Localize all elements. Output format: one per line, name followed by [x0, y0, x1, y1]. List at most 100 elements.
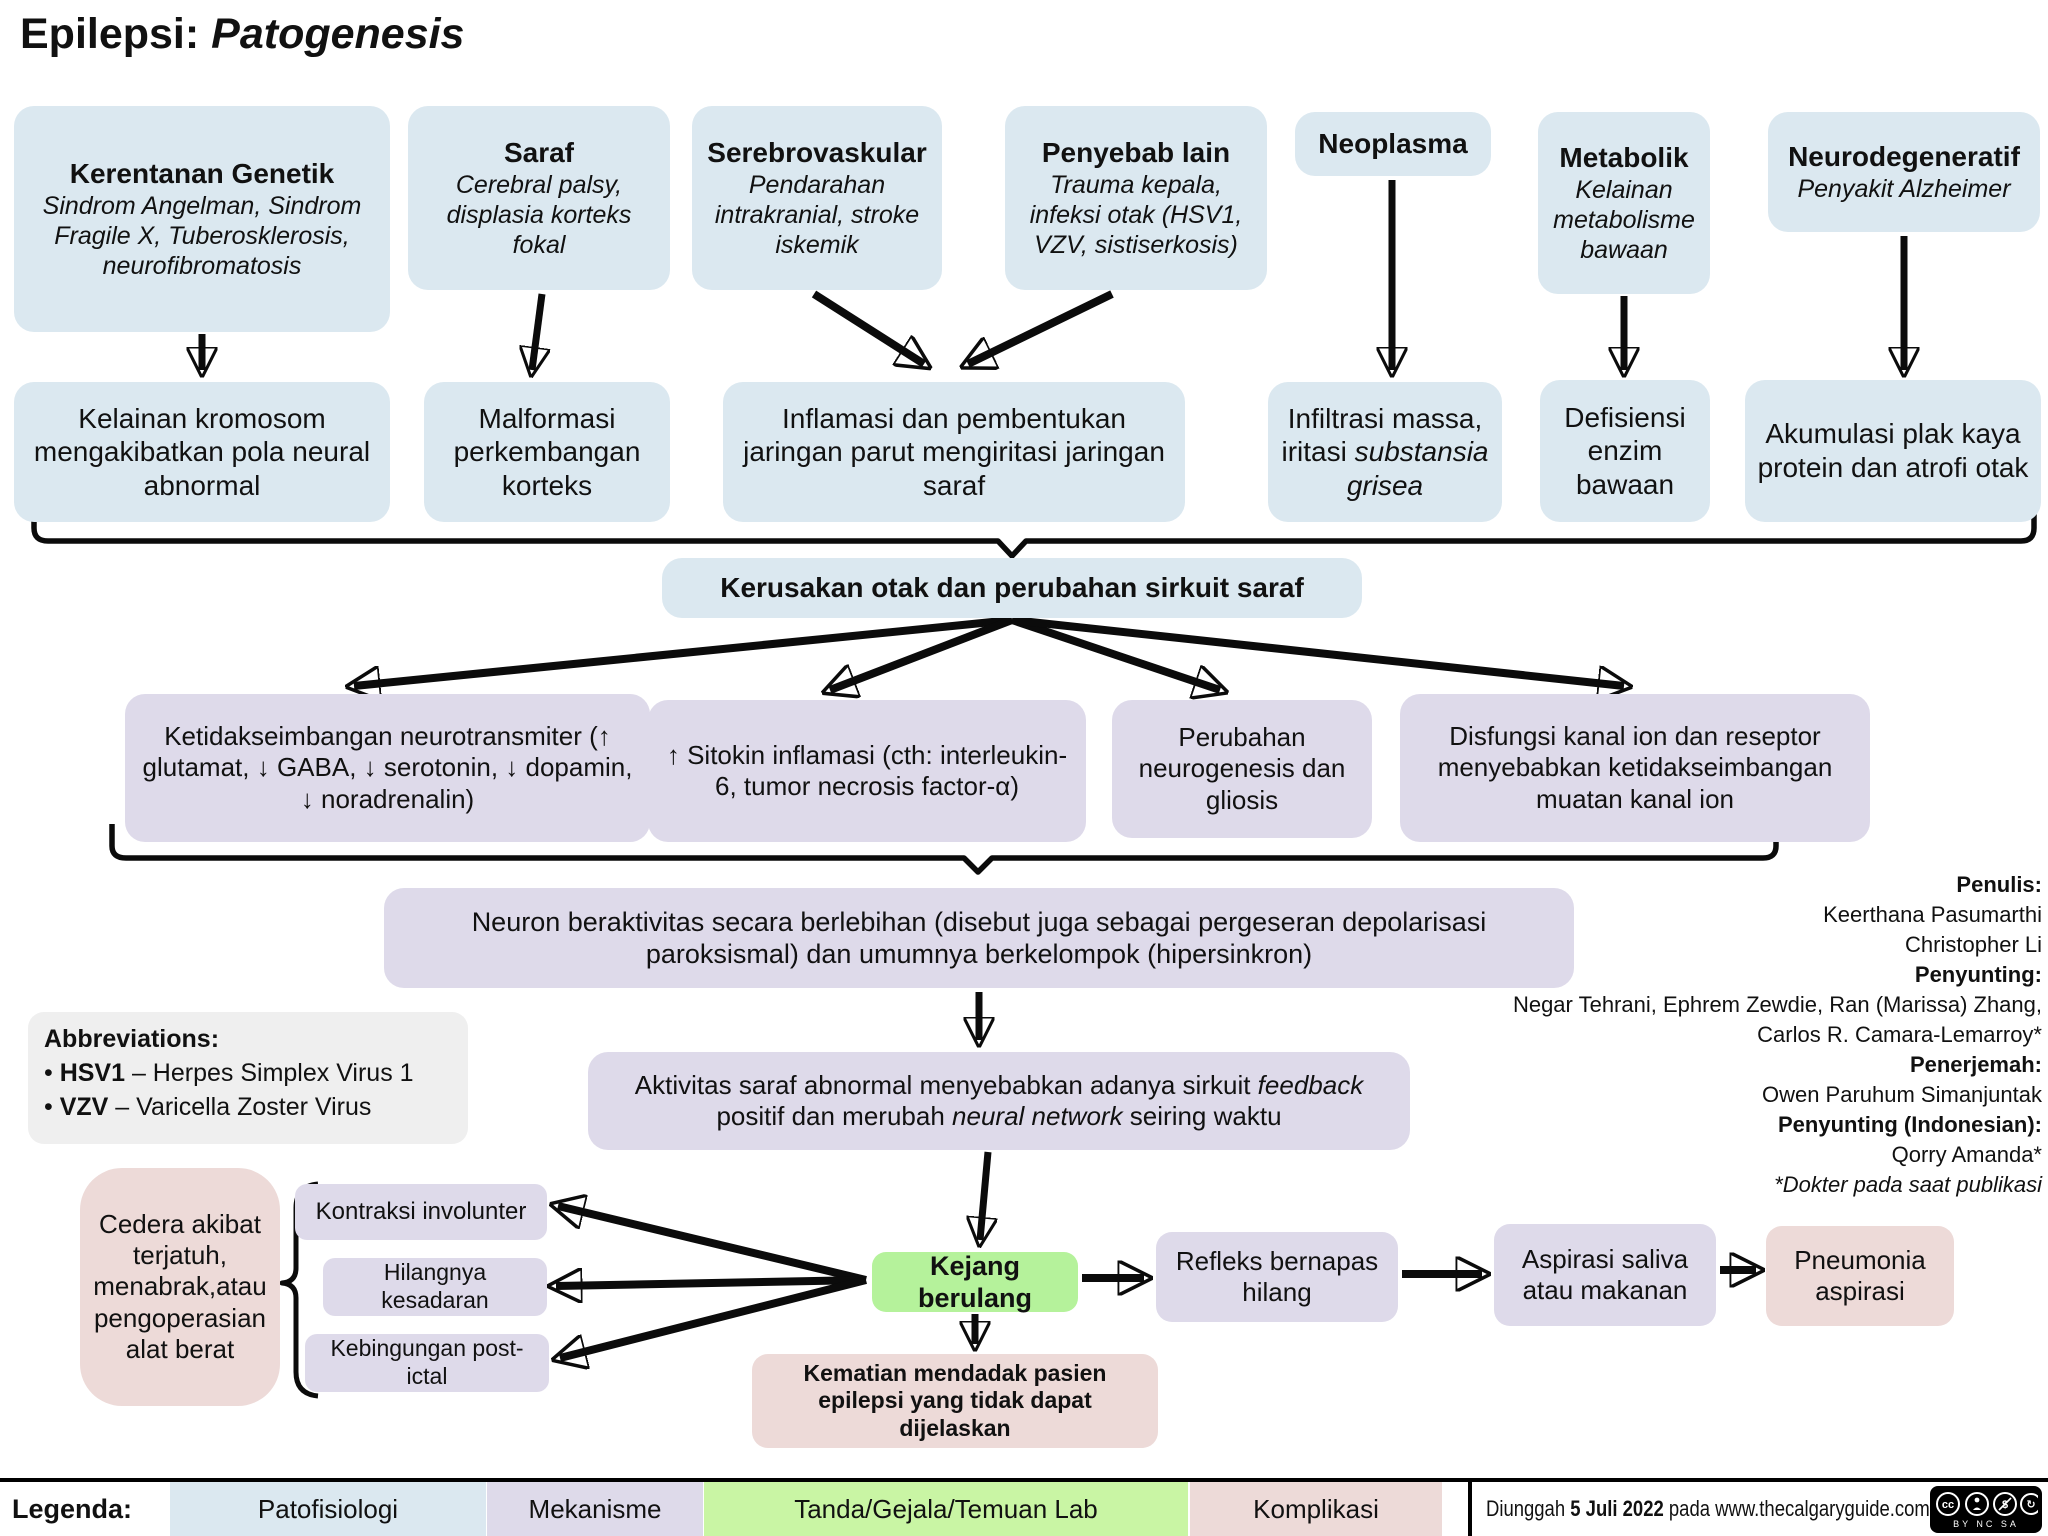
page-title-emphasis: Patogenesis [211, 10, 465, 58]
sudep-text: Kematian mendadak pasien epilepsi yang t… [803, 1359, 1107, 1441]
pneumonia-box: Pneumonia aspirasi [1766, 1226, 1954, 1326]
cause-detail: Sindrom Angelman, Sindrom Fragile X, Tub… [42, 191, 362, 280]
cause-detail: Penyakit Alzheimer [1797, 174, 2011, 203]
feedback-part1: Aktivitas saraf abnormal menyebabkan ada… [634, 1069, 1258, 1100]
process-text-italic: substansia grisea [1346, 436, 1489, 501]
cause-title: Kerentanan Genetik [69, 158, 335, 190]
credits-line: Christopher Li [1905, 932, 2042, 957]
by-icon [1965, 1491, 1989, 1516]
sudep-box: Kematian mendadak pasien epilepsi yang t… [752, 1354, 1158, 1448]
reflex-text: Refleks bernapas hilang [1175, 1245, 1379, 1307]
credits-heading: Penyunting (Indonesian): [1778, 1112, 2042, 1137]
abbreviation-definition: – Varicella Zoster Virus [108, 1093, 372, 1121]
arrow-fan-2 [830, 616, 1014, 690]
legend-item-tanda: Tanda/Gejala/Temuan Lab [704, 1482, 1188, 1536]
process-text: Kelainan kromosom mengakibatkan pola neu… [33, 402, 371, 501]
credits-heading: Penyunting: [1914, 962, 2042, 987]
cause-box-metabolik: Metabolik Kelainan metabolisme bawaan [1538, 112, 1710, 294]
legend-item-patofisiologi: Patofisiologi [170, 1482, 486, 1536]
feedback-part3: seiring waktu [1122, 1101, 1282, 1131]
upload-note-text: Diunggah 5 Juli 2022 pada www.thecalgary… [1486, 1496, 1930, 1522]
legend-label: Legenda: [12, 1493, 133, 1524]
injury-text: Cedera akibat terjatuh, menabrak,atau pe… [93, 1209, 267, 1364]
neuron-text: Neuron beraktivitas secara berlebihan (d… [471, 906, 1487, 969]
mechanism-text: ↑ Sitokin inflamasi (cth: interleukin-6,… [666, 739, 1068, 801]
abbreviation-item: • VZV – Varicella Zoster Virus [44, 1093, 372, 1121]
page-title-main: Epilepsi: [20, 10, 200, 58]
cc-license-badge: cc $ ↻ BY NC SA [1930, 1486, 2042, 1533]
cause-detail: Kelainan metabolisme bawaan [1553, 175, 1695, 264]
abbreviation-item: • HSV1 – Herpes Simplex Virus 1 [44, 1059, 414, 1087]
upload-note: Diunggah 5 Juli 2022 pada www.thecalgary… [1486, 1482, 2014, 1536]
neuron-box: Neuron beraktivitas secara berlebihan (d… [384, 888, 1574, 988]
arrow-fan-4 [1011, 616, 1624, 686]
credits-line: Keerthana Pasumarthi [1823, 902, 2042, 927]
sign-box-hilangnya: Hilangnya kesadaran [323, 1258, 547, 1316]
process-box-defisiensi: Defisiensi enzim bawaan [1540, 380, 1710, 522]
legend-item-komplikasi: Komplikasi [1190, 1482, 1442, 1536]
pneumonia-text: Pneumonia aspirasi [1794, 1244, 1926, 1306]
credits-line: Qorry Amanda* [1891, 1142, 2042, 1167]
feedback-text: Aktivitas saraf abnormal menyebabkan ada… [600, 1070, 1398, 1132]
arrow-penyebab-down [968, 290, 1114, 364]
mechanism-text: Ketidakseimbangan neurotransmiter (↑ glu… [142, 721, 633, 814]
arrow-seizure-to-kontraksi [558, 1206, 867, 1284]
upload-date: 5 Juli 2022 [1570, 1496, 1664, 1521]
feedback-part2: positif dan merubah [716, 1101, 953, 1131]
svg-text:cc: cc [1942, 1499, 1954, 1511]
process-text: Defisiensi enzim bawaan [1564, 401, 1686, 500]
seizure-box: Kejang berulang [872, 1251, 1078, 1313]
credits-line: Owen Paruhum Simanjuntak [1761, 1082, 2042, 1107]
cause-box-saraf: Saraf Cerebral palsy, displasia korteks … [408, 106, 670, 290]
abbreviation-term: VZV [59, 1093, 109, 1121]
feedback-italic2: neural network [952, 1101, 1123, 1131]
abbreviations-heading: Abbreviations: [44, 1025, 220, 1053]
arrow-seizure-to-kebingungan [560, 1276, 867, 1358]
cause-box-genetic: Kerentanan Genetik Sindrom Angelman, Sin… [14, 106, 390, 332]
abbreviation-term: HSV1 [59, 1059, 126, 1087]
process-box-infiltrasi: Infiltrasi massa, iritasi substansia gri… [1268, 382, 1502, 522]
cc-icons: cc $ ↻ [1936, 1491, 2038, 1516]
process-box-kromosom: Kelainan kromosom mengakibatkan pola neu… [14, 382, 390, 522]
sign-box-kebingungan: Kebingungan post-ictal [305, 1334, 549, 1392]
arrow-serebro-down [811, 290, 924, 364]
cause-detail: Trauma kepala, infeksi otak (HSV1, VZV, … [1029, 170, 1243, 259]
process-box-akumulasi: Akumulasi plak kaya protein dan atrofi o… [1745, 380, 2041, 522]
mechanism-box-sitokin: ↑ Sitokin inflamasi (cth: interleukin-6,… [648, 700, 1086, 842]
upload-prefix: Diunggah [1486, 1496, 1571, 1521]
credits-line: Carlos R. Camara-Lemarroy* [1757, 1022, 2042, 1047]
aspiration-box: Aspirasi saliva atau makanan [1494, 1224, 1716, 1326]
cause-box-penyebab-lain: Penyebab lain Trauma kepala, infeksi ota… [1005, 106, 1267, 290]
cause-detail: Pendarahan intrakranial, stroke iskemik [714, 170, 920, 259]
process-box-malformasi: Malformasi perkembangan korteks [424, 382, 670, 522]
abbreviations-box: Abbreviations: • HSV1 – Herpes Simplex V… [28, 1012, 468, 1144]
mechanism-box-neurotransmitter: Ketidakseimbangan neurotransmiter (↑ glu… [125, 694, 650, 842]
abbreviation-definition: – Herpes Simplex Virus 1 [125, 1059, 414, 1087]
feedback-italic1: feedback [1257, 1069, 1364, 1100]
mechanism-text: Perubahan neurogenesis dan gliosis [1138, 722, 1346, 815]
cause-title: Neurodegeneratif [1788, 141, 2020, 173]
legend-divider [1468, 1482, 1472, 1536]
cause-title: Penyebab lain [1041, 137, 1231, 169]
credits-line: Negar Tehrani, Ephrem Zewdie, Ran (Maris… [1512, 992, 2042, 1017]
credits-footnote: *Dokter pada saat publikasi [1774, 1172, 2042, 1197]
nc-icon [1993, 1491, 2017, 1516]
aspiration-text: Aspirasi saliva atau makanan [1521, 1243, 1689, 1305]
process-box-inflamasi: Inflamasi dan pembentukan jaringan parut… [723, 382, 1185, 522]
process-text: Malformasi perkembangan korteks [453, 402, 641, 501]
mechanism-box-kanal-ion: Disfungsi kanal ion dan reseptor menyeba… [1400, 694, 1870, 842]
page-title: Epilepsi: Patogenesis [20, 10, 464, 59]
mechanism-box-neurogenesis: Perubahan neurogenesis dan gliosis [1112, 700, 1372, 838]
process-text-plain: Infiltrasi massa, iritasi [1281, 402, 1483, 468]
cause-title: Metabolik [1559, 142, 1689, 174]
injury-box: Cedera akibat terjatuh, menabrak,atau pe… [80, 1168, 280, 1406]
arrow-fan-1 [354, 616, 1013, 686]
arrow-feedback-down [980, 1151, 988, 1240]
sign-text: Kebingungan post-ictal [330, 1335, 524, 1389]
legend-bar: Legenda: Patofisiologi Mekanisme Tanda/G… [0, 1478, 2048, 1536]
arrow-saraf-down [532, 293, 542, 370]
feedback-box: Aktivitas saraf abnormal menyebabkan ada… [588, 1052, 1410, 1150]
cause-title: Saraf [503, 137, 575, 169]
mechanism-text: Disfungsi kanal ion dan reseptor menyeba… [1437, 721, 1833, 814]
sa-icon [2020, 1492, 2038, 1515]
